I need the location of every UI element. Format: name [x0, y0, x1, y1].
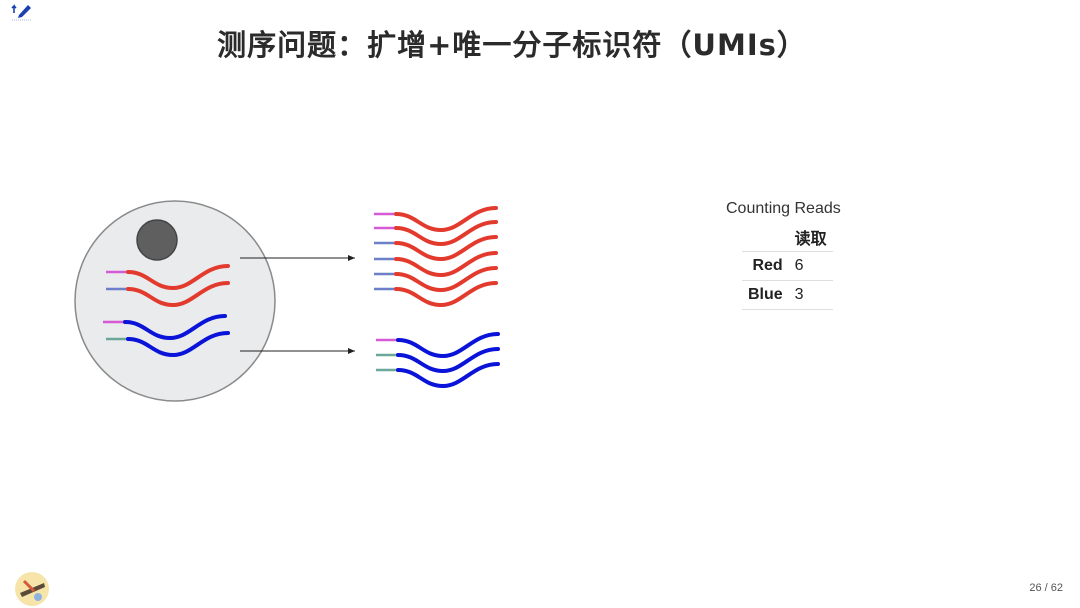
amplified-blue-reads: [376, 332, 500, 389]
row-value: 6: [788, 251, 833, 281]
dna-strand: [123, 314, 227, 341]
row-value: 3: [788, 280, 833, 310]
dna-strand: [396, 362, 500, 389]
corner-cell: [742, 223, 789, 252]
presenter-avatar-icon: [15, 572, 49, 606]
dna-strand: [126, 331, 230, 358]
amplified-red-reads: [374, 206, 498, 308]
dna-strand: [126, 264, 230, 291]
cell-red-molecules: [106, 264, 230, 308]
table-row: Blue 3: [742, 280, 833, 310]
dna-strand: [396, 332, 500, 359]
dna-strand: [394, 266, 498, 293]
column-header-reads: 读取: [788, 223, 833, 252]
dna-strand: [394, 251, 498, 278]
page-title: 测序问题：扩增+唯一分子标识符（UMIs）: [217, 28, 807, 62]
counting-reads-table: Counting Reads 读取 Red 6 Blue 3: [726, 200, 852, 310]
row-label: Red: [742, 251, 789, 281]
cell-circle: [74, 200, 276, 402]
page-number: 26 / 62: [1029, 582, 1063, 594]
dna-strand: [394, 281, 498, 308]
cell-nucleus: [136, 219, 178, 261]
edit-logo-icon: [11, 4, 32, 21]
dna-strand: [394, 220, 498, 247]
table-caption: Counting Reads: [726, 200, 841, 217]
dna-strand: [394, 206, 498, 233]
table-row: Red 6: [742, 251, 833, 281]
cell-blue-molecules: [103, 314, 230, 358]
dna-strand: [126, 281, 230, 308]
dna-strand: [396, 347, 500, 374]
row-label: Blue: [742, 280, 789, 310]
dna-strand: [394, 235, 498, 262]
